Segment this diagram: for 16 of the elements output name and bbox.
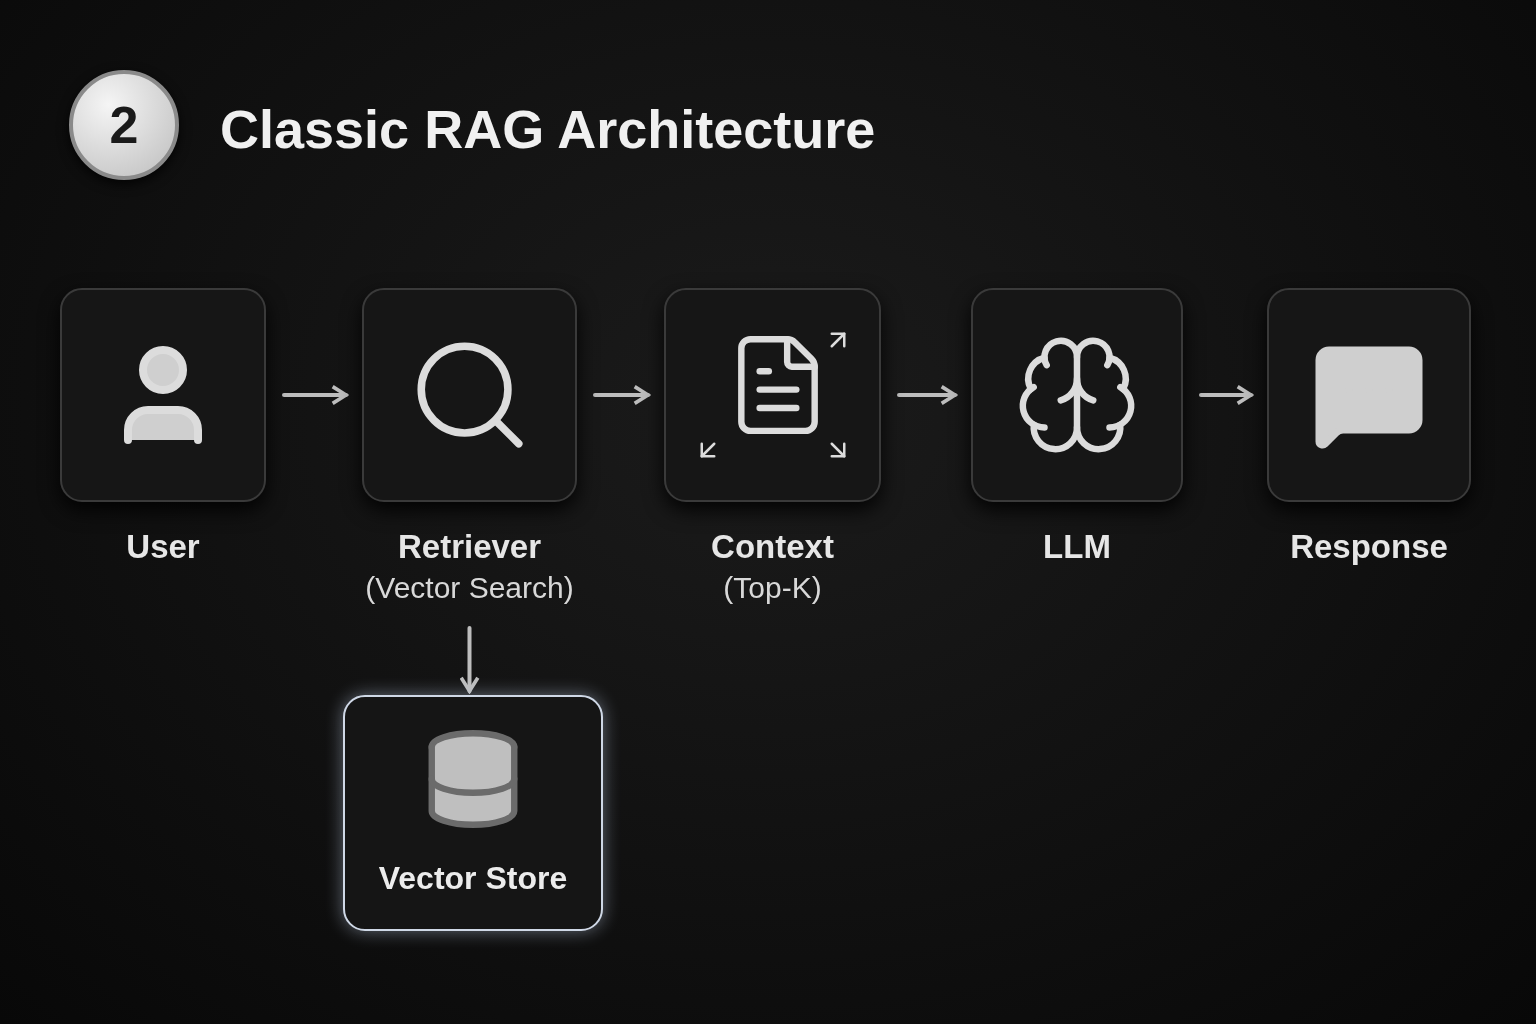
- arrow: [1199, 384, 1253, 406]
- node-sublabel: (Top-K): [723, 570, 822, 606]
- node-label: Vector Store: [378, 859, 568, 898]
- arrow: [593, 384, 650, 406]
- vector-store-card: [343, 695, 603, 931]
- arrow: [282, 384, 348, 406]
- arrow: [459, 626, 480, 693]
- node-label: LLM: [1043, 527, 1111, 567]
- title: Classic RAG Architecture: [220, 98, 876, 161]
- node-label: Retriever: [397, 527, 542, 567]
- node-sublabel: (Vector Search): [365, 570, 574, 606]
- arrow: [897, 384, 957, 406]
- node-label: Context: [711, 527, 834, 567]
- node-label: User: [126, 527, 200, 567]
- step-number-badge: 2: [69, 70, 179, 180]
- node-label: Response: [1290, 527, 1448, 567]
